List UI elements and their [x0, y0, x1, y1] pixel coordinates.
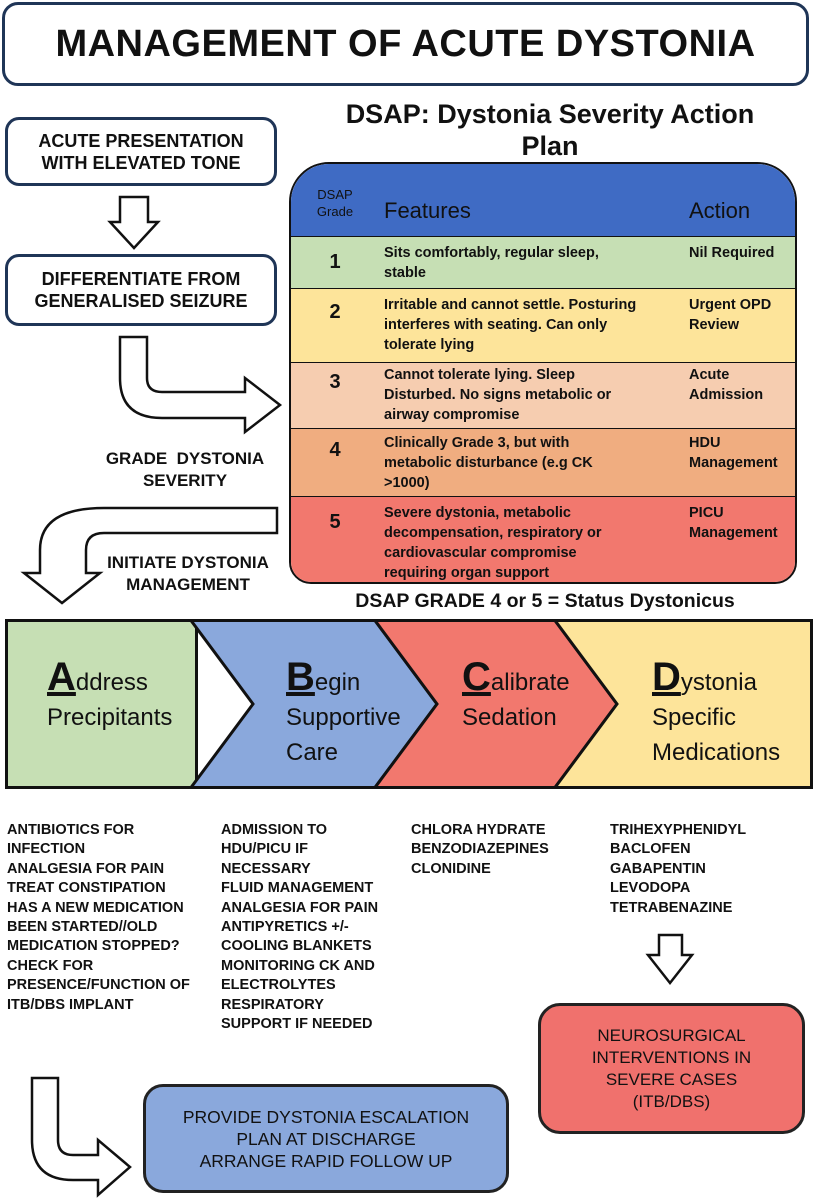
step-d-word: ystonia: [680, 669, 757, 696]
step-b-word: egin: [314, 669, 361, 696]
page-title: MANAGEMENT OF ACUTE DYSTONIA: [55, 22, 756, 65]
letter-a: A: [47, 655, 76, 699]
dsap-table: DSAP Grade Features Action 1 Sits comfor…: [289, 162, 797, 584]
step-a: Address Precipitants: [47, 657, 173, 737]
grade-features: Sits comfortably, regular sleep, stable: [384, 245, 599, 281]
letter-b: B: [286, 655, 315, 699]
letter-c: C: [462, 655, 491, 699]
step-c: Calibrate Sedation: [462, 657, 570, 737]
grade-features: Irritable and cannot settle. Posturing i…: [384, 297, 637, 353]
step-b: Begin Supportive Care: [286, 657, 401, 772]
header-grade: DSAP Grade: [316, 187, 354, 219]
grade-number: 2: [329, 301, 341, 323]
acute-presentation-box: ACUTE PRESENTATION WITH ELEVATED TONE: [5, 117, 277, 186]
step-a-word: ddress: [75, 669, 148, 696]
down-arrow-icon: [107, 195, 161, 250]
column-d-list: TRIHEXYPHENIDYL BACLOFEN GABAPENTIN LEVO…: [610, 822, 747, 916]
neurosurgical-text: NEUROSURGICAL INTERVENTIONS IN SEVERE CA…: [591, 1025, 752, 1111]
curved-down-arrow-icon: [20, 506, 279, 605]
status-dystonicus-note: DSAP GRADE 4 or 5 = Status Dystonicus: [355, 590, 735, 612]
column-c-list: CHLORA HYDRATE BENZODIAZEPINES CLONIDINE: [411, 822, 549, 877]
grade-action: PICU Management: [689, 505, 778, 541]
grade-severity-label: GRADE DYSTONIA SEVERITY: [105, 449, 265, 490]
grade-action: HDU Management: [689, 435, 778, 471]
column-b-list: ADMISSION TO HDU/PICU IF NECESSARY FLUID…: [221, 822, 379, 1033]
step-d-line3: Medications: [652, 739, 781, 766]
grade-number: 1: [329, 251, 341, 273]
grade-number: 4: [329, 439, 341, 461]
neurosurgical-box: NEUROSURGICAL INTERVENTIONS IN SEVERE CA…: [538, 1003, 805, 1134]
initiate-management-label: INITIATE DYSTONIA MANAGEMENT: [107, 553, 269, 594]
grade-action: Nil Required: [689, 245, 775, 261]
dsap-row-4: 4 Clinically Grade 3, but with metabolic…: [291, 428, 795, 497]
grade-features: Clinically Grade 3, but with metabolic d…: [384, 435, 593, 491]
step-d: Dystonia Specific Medications: [652, 657, 781, 772]
step-c-line2: Sedation: [462, 704, 557, 731]
grade-action: Acute Admission: [689, 367, 764, 403]
header-action: Action: [689, 198, 751, 223]
acute-presentation-text: ACUTE PRESENTATION WITH ELEVATED TONE: [38, 130, 244, 173]
dsap-header-row: DSAP Grade Features Action: [291, 164, 795, 236]
grade-features: Severe dystonia, metabolic decompensatio…: [384, 505, 602, 581]
escalation-text: PROVIDE DYSTONIA ESCALATION PLAN AT DISC…: [182, 1106, 470, 1171]
dsap-row-1: 1 Sits comfortably, regular sleep, stabl…: [291, 236, 795, 289]
curved-escalation-arrow-icon: [30, 1076, 132, 1198]
step-c-word: alibrate: [490, 669, 570, 696]
chevron-a: [5, 619, 198, 789]
down-arrow-neuro-icon: [645, 933, 695, 986]
grade-number: 3: [329, 371, 341, 393]
differentiate-seizure-text: DIFFERENTIATE FROM GENERALISED SEIZURE: [34, 269, 248, 311]
curved-right-arrow-icon: [118, 335, 283, 435]
step-b-line2: Supportive: [286, 704, 401, 731]
dsap-row-2: 2 Irritable and cannot settle. Posturing…: [291, 288, 795, 363]
dsap-title: DSAP: Dystonia Severity Action Plan: [345, 99, 755, 161]
grade-action: Urgent OPD Review: [689, 297, 772, 333]
step-b-line3: Care: [286, 739, 339, 766]
title-box: MANAGEMENT OF ACUTE DYSTONIA: [2, 2, 809, 86]
dsap-row-3: 3 Cannot tolerate lying. Sleep Disturbed…: [291, 362, 795, 429]
dsap-row-5: 5 Severe dystonia, metabolic decompensat…: [291, 496, 795, 582]
abcd-chevrons: [5, 619, 813, 789]
header-features: Features: [384, 198, 471, 223]
abcd-band: Address Precipitants Begin Supportive Ca…: [5, 619, 813, 789]
step-d-line2: Specific: [652, 704, 737, 731]
grade-features: Cannot tolerate lying. Sleep Disturbed. …: [384, 367, 612, 423]
grade-number: 5: [329, 511, 341, 533]
column-a-list: ANTIBIOTICS FOR INFECTION ANALGESIA FOR …: [7, 822, 190, 1013]
letter-d: D: [652, 655, 681, 699]
escalation-box: PROVIDE DYSTONIA ESCALATION PLAN AT DISC…: [143, 1084, 509, 1193]
differentiate-seizure-box: DIFFERENTIATE FROM GENERALISED SEIZURE: [5, 254, 277, 326]
step-a-line2: Precipitants: [47, 704, 173, 731]
chevron-d: [552, 619, 813, 789]
